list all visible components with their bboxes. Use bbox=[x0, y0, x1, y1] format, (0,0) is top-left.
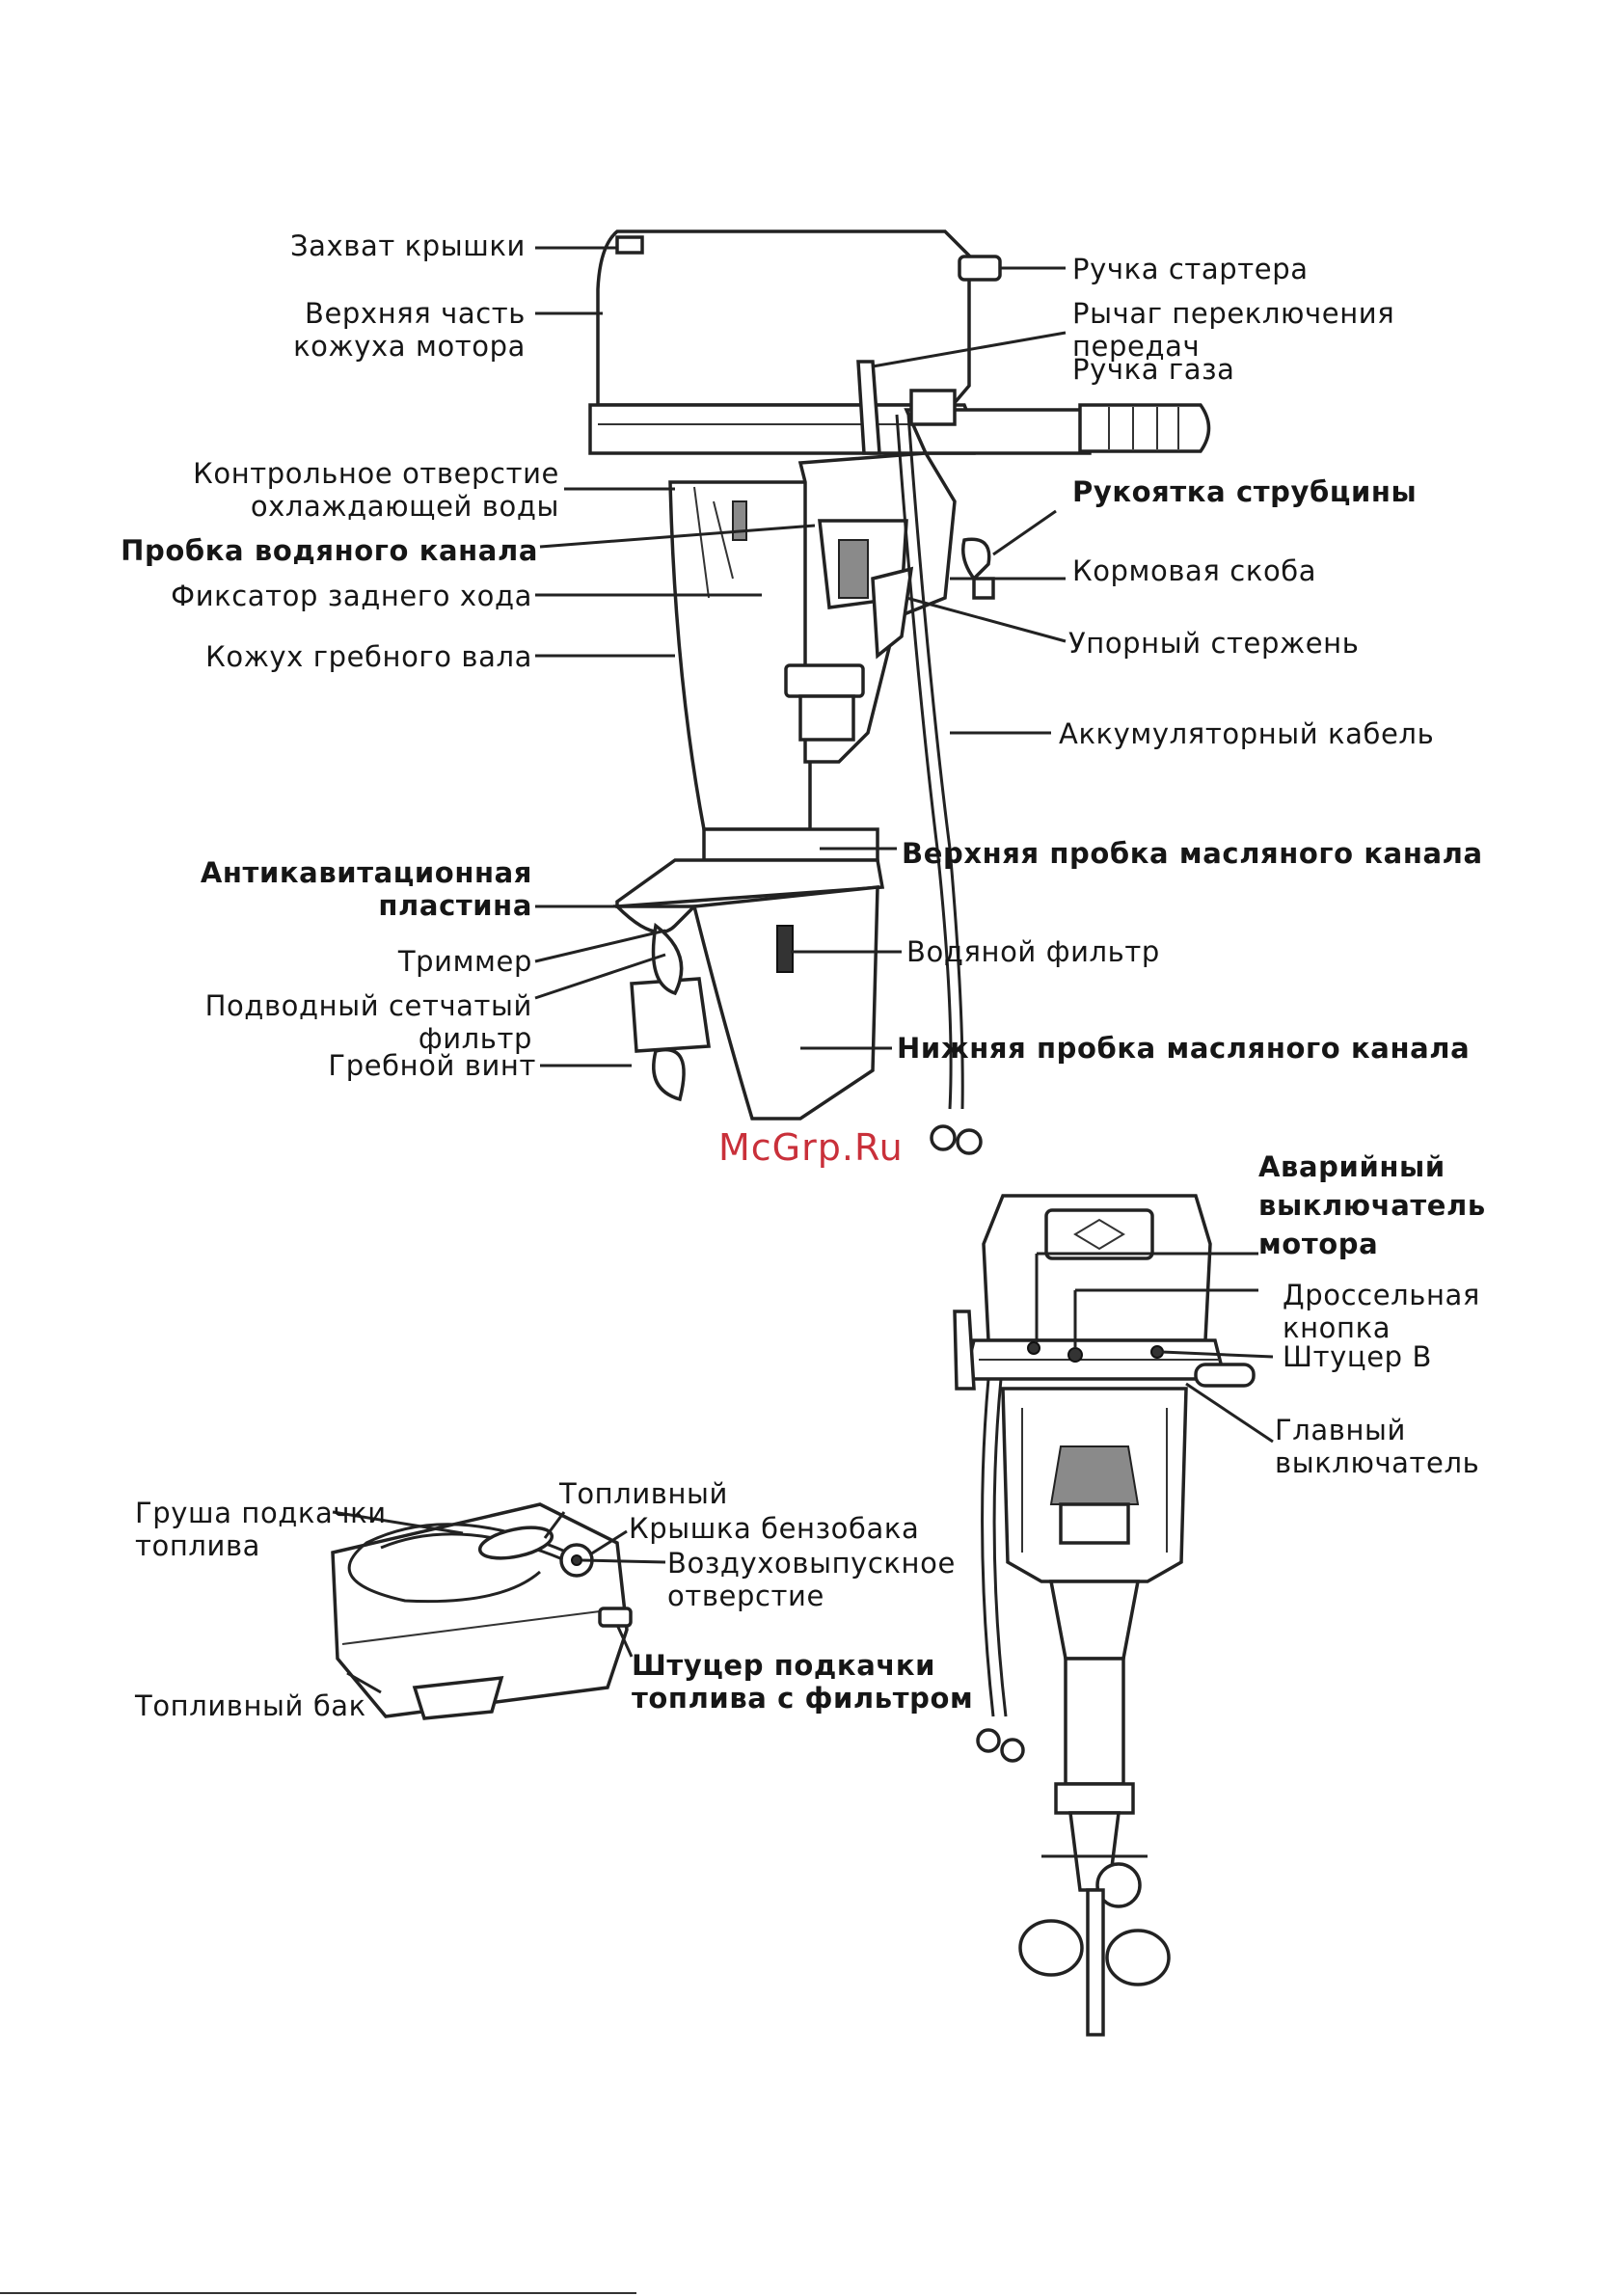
label-emergency-stop: Аварийный выключатель мотора bbox=[1258, 1150, 1486, 1260]
label-clamp-handle: Рукоятка струбцины bbox=[1072, 475, 1418, 508]
battery-terminal-1 bbox=[930, 1124, 957, 1151]
starter-handle-shape bbox=[958, 255, 1002, 282]
fuel-tank-drawing bbox=[331, 1502, 633, 1720]
control-box bbox=[909, 389, 957, 426]
clamp-detail bbox=[838, 539, 869, 599]
label-water-filter: Водяной фильтр bbox=[906, 935, 1160, 968]
front-logo-plate bbox=[1044, 1208, 1154, 1260]
choke-knob-shape bbox=[1067, 1347, 1083, 1363]
leader-lines-front bbox=[1035, 1252, 1274, 1444]
front-shift-lever bbox=[953, 1310, 976, 1391]
primer-hose-shape bbox=[347, 1523, 580, 1604]
front-throttle-grip bbox=[1194, 1363, 1256, 1388]
label-primer-bulb: Груша подкачки топлива bbox=[135, 1497, 387, 1562]
label-battery-cable: Аккумуляторный кабель bbox=[1059, 717, 1435, 750]
oil-plug-band bbox=[702, 827, 879, 862]
label-anticavitation-plate: Антикавитационная пластина bbox=[200, 856, 532, 922]
front-view-motor bbox=[953, 1194, 1256, 2037]
label-air-vent: Воздуховыпускное отверстие bbox=[667, 1547, 956, 1612]
label-primer-fitting: Штуцер подкачки топлива с фильтром bbox=[632, 1649, 974, 1715]
label-thrust-rod: Упорный стержень bbox=[1068, 627, 1360, 660]
label-fuel: Топливный bbox=[559, 1477, 728, 1510]
battery-terminal-2 bbox=[956, 1128, 983, 1155]
fitting-b-shape bbox=[1150, 1345, 1164, 1359]
leader-lines-tank bbox=[332, 1510, 666, 1694]
label-shift-lever: Рычаг переключения передач bbox=[1072, 297, 1395, 363]
label-choke-knob: Дроссельная кнопка bbox=[1283, 1279, 1480, 1344]
label-starter-handle: Ручка стартера bbox=[1072, 253, 1309, 285]
cooling-hole-mark bbox=[732, 500, 747, 541]
leader-lines-left bbox=[534, 246, 816, 1067]
emergency-stop-shape bbox=[1027, 1341, 1040, 1355]
throttle-grip-shape bbox=[1078, 403, 1211, 453]
side-view-motor bbox=[588, 230, 1211, 1155]
label-drive-shaft-housing: Кожух гребного вала bbox=[205, 640, 532, 673]
thrust-rod-bracket bbox=[784, 663, 865, 698]
fuel-tank-shape bbox=[331, 1502, 629, 1718]
label-stern-bracket: Кормовая скоба bbox=[1072, 554, 1317, 587]
shift-lever-shape bbox=[856, 360, 881, 455]
front-terminal-2 bbox=[1000, 1738, 1025, 1763]
label-cover-grip: Захват крышки bbox=[289, 230, 526, 262]
label-cooling-check-hole: Контрольное отверстие охлаждающей воды bbox=[193, 457, 559, 523]
front-shaft-shape bbox=[1064, 1657, 1125, 1786]
primer-fitting-shape bbox=[598, 1607, 633, 1628]
label-trim-tab: Триммер bbox=[397, 945, 532, 978]
label-reverse-lock: Фиксатор заднего хода bbox=[171, 580, 532, 612]
clamp-handle-shape bbox=[961, 537, 991, 581]
label-tank-cap: Крышка бензобака bbox=[629, 1512, 920, 1545]
front-terminal-1 bbox=[976, 1728, 1001, 1753]
label-water-strainer: Подводный сетчатый фильтр bbox=[204, 989, 532, 1055]
battery-cable-shape bbox=[895, 414, 953, 1110]
label-upper-cowling: Верхняя часть кожуха мотора bbox=[293, 297, 526, 363]
front-prop-blade-top bbox=[1095, 1862, 1142, 1908]
water-filter-grille bbox=[776, 925, 794, 973]
label-throttle-grip: Ручка газа bbox=[1072, 353, 1235, 386]
air-vent-shape bbox=[571, 1554, 582, 1566]
label-propeller: Гребной винт bbox=[328, 1049, 536, 1082]
front-prop-blade-right bbox=[1105, 1929, 1171, 1986]
primer-bulb-shape bbox=[477, 1526, 554, 1560]
upper-cowling-shape bbox=[596, 230, 971, 407]
gearcase-shape bbox=[691, 885, 879, 1121]
cover-grip-knob bbox=[615, 235, 644, 255]
label-fuel-tank: Топливный бак bbox=[135, 1689, 366, 1722]
watermark: McGrp.Ru bbox=[718, 1126, 904, 1169]
label-upper-oil-plug: Верхняя пробка масляного канала bbox=[902, 837, 1483, 870]
label-lower-oil-plug: Нижняя пробка масляного канала bbox=[897, 1032, 1471, 1065]
label-main-switch: Главный выключатель bbox=[1275, 1414, 1480, 1479]
front-prop-blade-left bbox=[1018, 1919, 1084, 1977]
label-water-channel-plug: Пробка водяного канала bbox=[121, 534, 538, 567]
leader-lines-right bbox=[791, 266, 1067, 1050]
label-fitting-b: Штуцер В bbox=[1283, 1340, 1432, 1373]
front-anticavitation bbox=[1054, 1782, 1135, 1815]
